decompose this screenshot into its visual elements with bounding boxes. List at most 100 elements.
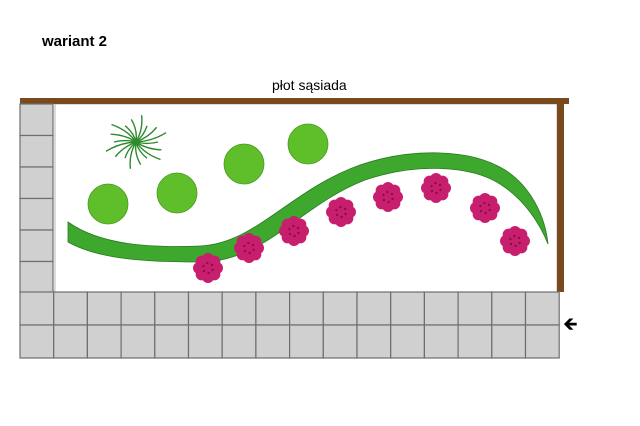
flower-plant-icon [373,182,403,212]
flower-detail [517,236,521,240]
paving-tile [53,291,89,326]
flower-detail [509,242,513,246]
flower-detail [479,209,483,213]
flower-detail [435,191,438,195]
paving-tile [86,324,122,359]
paving-tile [221,291,257,326]
paving-tile [19,260,54,294]
flower-detail [292,224,295,228]
flower-detail [247,241,250,245]
flower-detail [339,205,342,209]
ornamental-grass-icon [105,115,167,169]
grass-blade [135,132,167,143]
paving-tile [491,291,527,326]
flower-detail [288,227,291,231]
paving-tile [356,291,392,326]
flower-center [506,232,524,250]
flower-detail [202,269,206,273]
paving-tile [154,291,190,326]
paving-tile [86,291,122,326]
paving-tile [53,324,89,359]
grass-blade [135,141,162,151]
flower-detail [343,207,347,211]
flower-detail [483,201,486,205]
flower-detail [335,208,338,212]
round-shrub-icon [87,183,129,225]
paving-tile [19,166,54,200]
flower-plant-icon [193,253,223,283]
fence-label: płot sąsiada [272,77,347,93]
hedge-wave [67,152,549,263]
paving-tile [19,197,54,231]
paving-tile [187,324,223,359]
paving-tile [19,103,54,137]
round-shrub-icon [156,172,198,214]
paving-tile [457,291,493,326]
flower-plant-icon [326,197,356,227]
paving-tile [457,324,493,359]
paving-tile [120,324,156,359]
grass-blade [134,141,142,165]
paving-tile [187,291,223,326]
flower-detail [488,208,491,212]
flower-detail [509,237,512,241]
arrow-left-icon: 🡸 [563,314,578,334]
flower-detail [513,234,516,238]
flower-detail [438,183,442,187]
paving-tile [255,291,291,326]
paving-tile [19,324,55,359]
flower-center [476,199,494,217]
flower-detail [487,203,491,207]
flower-detail [297,231,300,235]
paving-tile [390,291,426,326]
grass-blade [110,133,137,143]
flower-detail [514,244,517,248]
flower-detail [243,249,247,253]
flower-detail [387,200,390,204]
paving-tile [19,229,54,263]
paving-tile [423,324,459,359]
grass-blade [111,123,137,143]
round-shrub-icon [287,123,329,165]
paving-tile [423,291,459,326]
paving-tile [289,324,324,359]
paving-tile [491,324,527,359]
flower-detail [344,212,347,216]
flower-detail [430,189,434,193]
flower-detail [479,204,482,208]
paving-tile [524,291,560,326]
flower-plant-icon [279,216,309,246]
grass-blade [135,115,143,143]
street-fence [557,98,564,292]
flower-detail [296,226,300,230]
flower-detail [335,213,339,217]
round-shrub-icon [223,143,265,185]
flower-detail [207,271,210,275]
flower-plant-icon [500,226,530,256]
flower-center [379,188,397,206]
flower-detail [390,192,394,196]
flower-detail [386,190,389,194]
paving-tile [322,324,358,359]
paving-tile [19,134,54,168]
flower-detail [252,248,255,252]
flower-center [240,239,258,257]
flower-detail [391,197,394,201]
flower-detail [439,188,442,192]
flower-detail [293,234,296,238]
grass-blade [105,141,137,152]
flower-detail [382,198,386,202]
left-paving [19,103,54,294]
flower-detail [288,232,292,236]
flower-detail [206,261,209,265]
flower-center [285,222,303,240]
flower-detail [382,193,385,197]
flower-detail [434,181,437,185]
paving-tile [154,324,190,359]
flower-plant-icon [234,233,264,263]
flower-plant-icon [421,173,451,203]
flower-center [199,259,217,277]
grass-blade [130,119,138,143]
flower-detail [340,215,343,219]
